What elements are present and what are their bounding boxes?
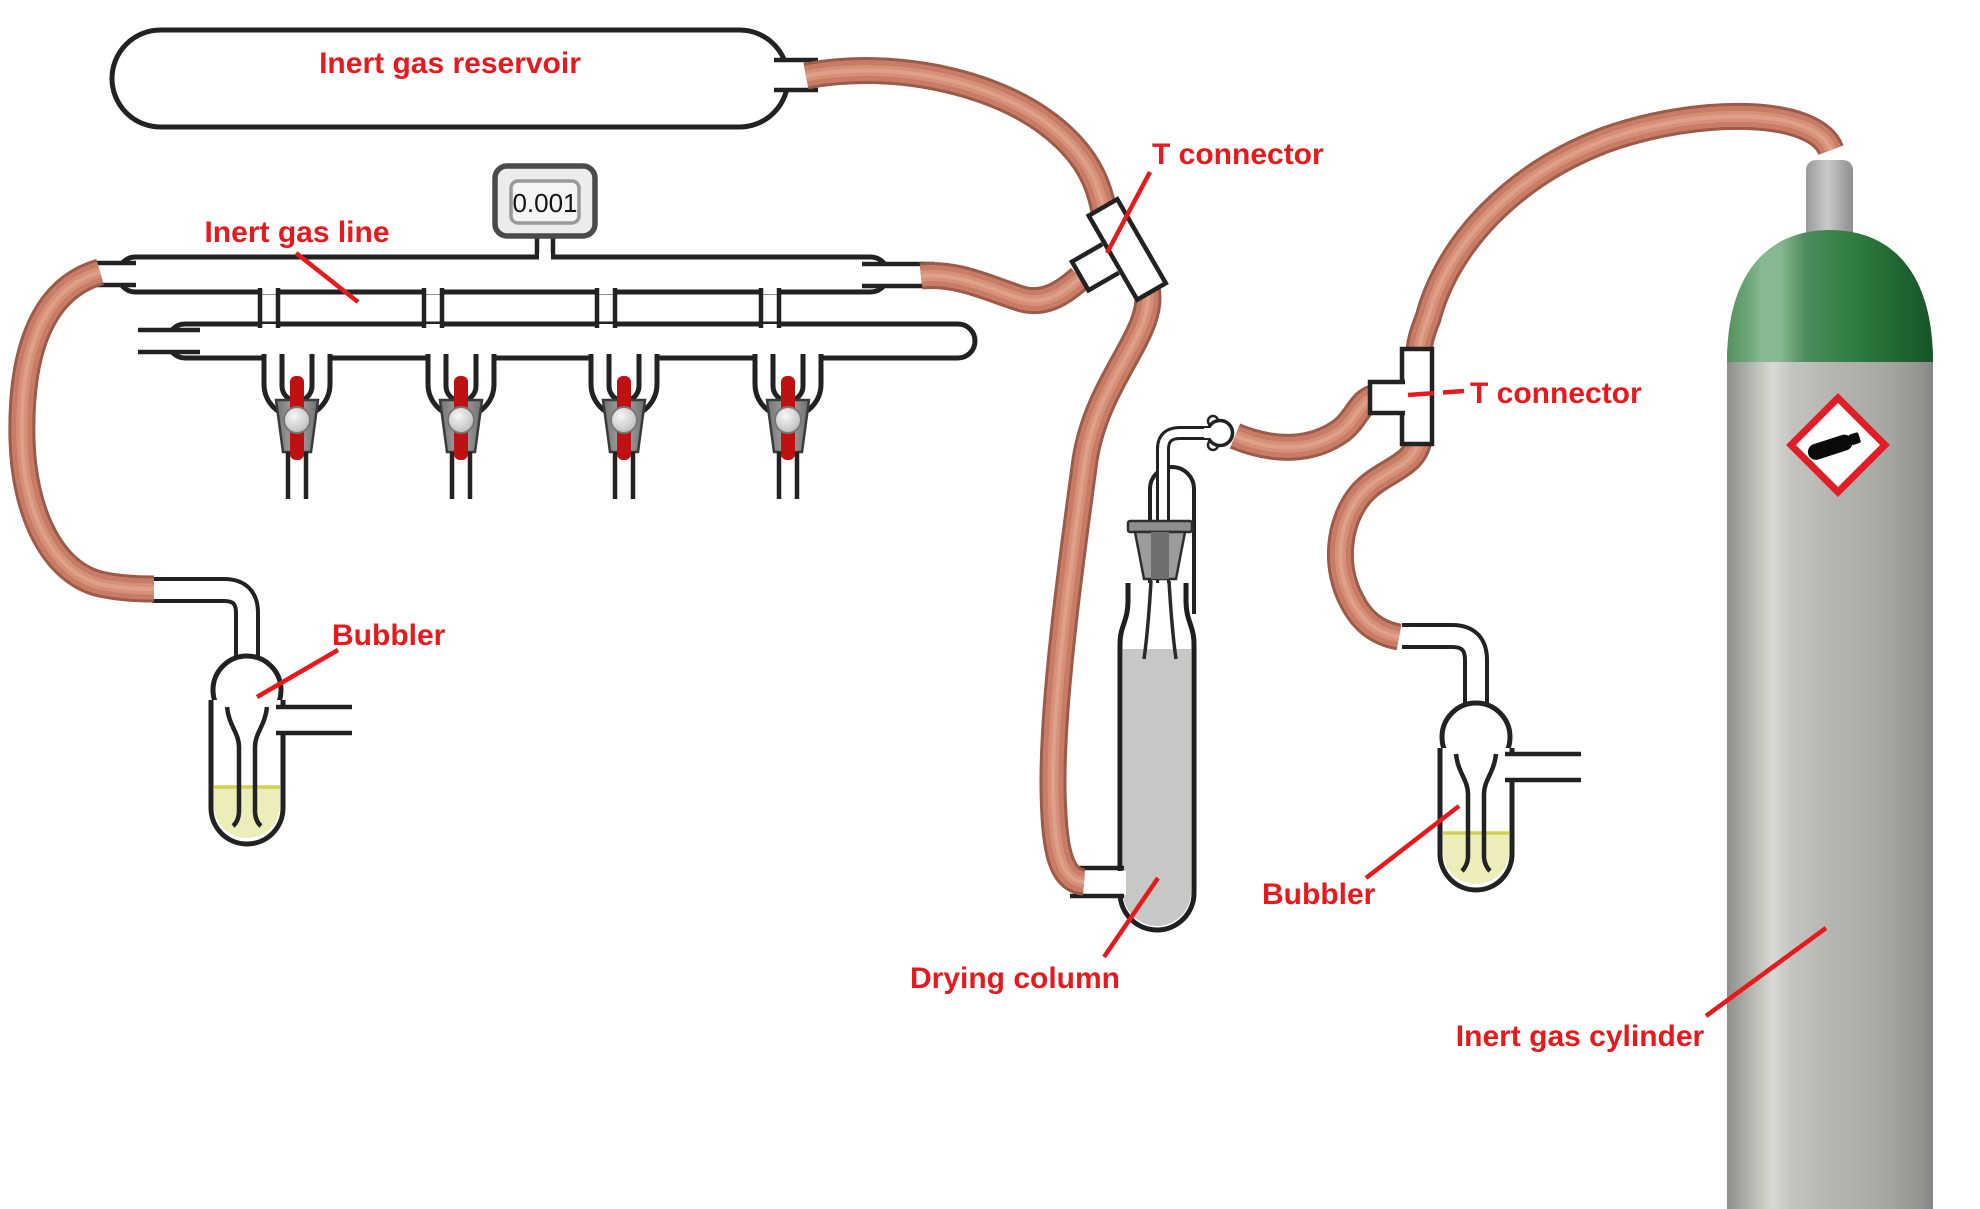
- t-connector-1: [1068, 196, 1169, 303]
- bubbler-right: [1402, 623, 1581, 893]
- leader-cylinder: [1704, 926, 1828, 1018]
- tube-manifold-to-t1: [921, 275, 1080, 300]
- rubber-tubing: [22, 71, 1831, 882]
- bubbler-oil: [1443, 833, 1509, 884]
- label-t-connector-1: T connector: [1152, 138, 1324, 171]
- tube-manifold-to-bubbler: [22, 272, 154, 589]
- outlet-stopcock: [752, 353, 824, 499]
- column-packing: [1123, 649, 1191, 926]
- outlet-stopcock: [425, 353, 497, 499]
- manifold-bottom-tube: [165, 321, 978, 361]
- manifold-top-tube: [115, 254, 891, 295]
- label-reservoir: Inert gas reservoir: [319, 47, 581, 80]
- stopcock-ball: [283, 406, 311, 434]
- label-bubbler-left: Bubbler: [332, 619, 446, 652]
- outlet-stopcock: [588, 353, 660, 499]
- drying-column: [1070, 414, 1235, 933]
- leader-gas-line: [294, 251, 360, 304]
- label-cylinder: Inert gas cylinder: [1456, 1020, 1705, 1053]
- text-labels: Inert gas reservoir Inert gas line T con…: [204, 47, 1704, 1053]
- leader-lines: [255, 170, 1828, 1018]
- bubbler-left: [152, 577, 352, 847]
- tube-t2-to-bubbler: [1340, 440, 1419, 637]
- ghs-compressed-gas-icon: [1786, 393, 1890, 497]
- leader-bubbler-left: [255, 648, 340, 699]
- pressure-gauge: 0.001: [492, 163, 598, 262]
- leader-t-connector-1: [1105, 170, 1152, 255]
- leader-drying-column: [1102, 876, 1160, 959]
- bubbler-oil: [214, 787, 280, 838]
- gauge-display: [509, 179, 581, 225]
- cylinder-body: [1727, 350, 1933, 1209]
- t-connector-2: [1367, 346, 1435, 447]
- manifold-connectors: [257, 287, 782, 331]
- cylinder-shoulder: [1727, 230, 1933, 362]
- gauge-reading: 0.001: [512, 188, 577, 218]
- leader-t-connector-2: [1407, 388, 1465, 398]
- leader-bubbler-right: [1364, 804, 1461, 880]
- label-t-connector-2: T connector: [1470, 377, 1642, 410]
- tube-column-to-t2: [1235, 397, 1376, 447]
- inert-gas-line-manifold: [96, 253, 978, 499]
- label-drying-column: Drying column: [910, 962, 1120, 995]
- label-bubbler-right: Bubbler: [1262, 878, 1376, 911]
- tube-reservoir-to-t1: [806, 71, 1105, 218]
- outlet-stopcock: [261, 353, 333, 499]
- manifold-outlets: [261, 353, 824, 499]
- cylinder-valve-neck: [1806, 160, 1853, 245]
- label-gas-line: Inert gas line: [204, 216, 389, 249]
- column-stopper: [1126, 519, 1194, 581]
- inert-gas-cylinder: [1727, 160, 1933, 1209]
- inert-gas-reservoir: [109, 27, 818, 130]
